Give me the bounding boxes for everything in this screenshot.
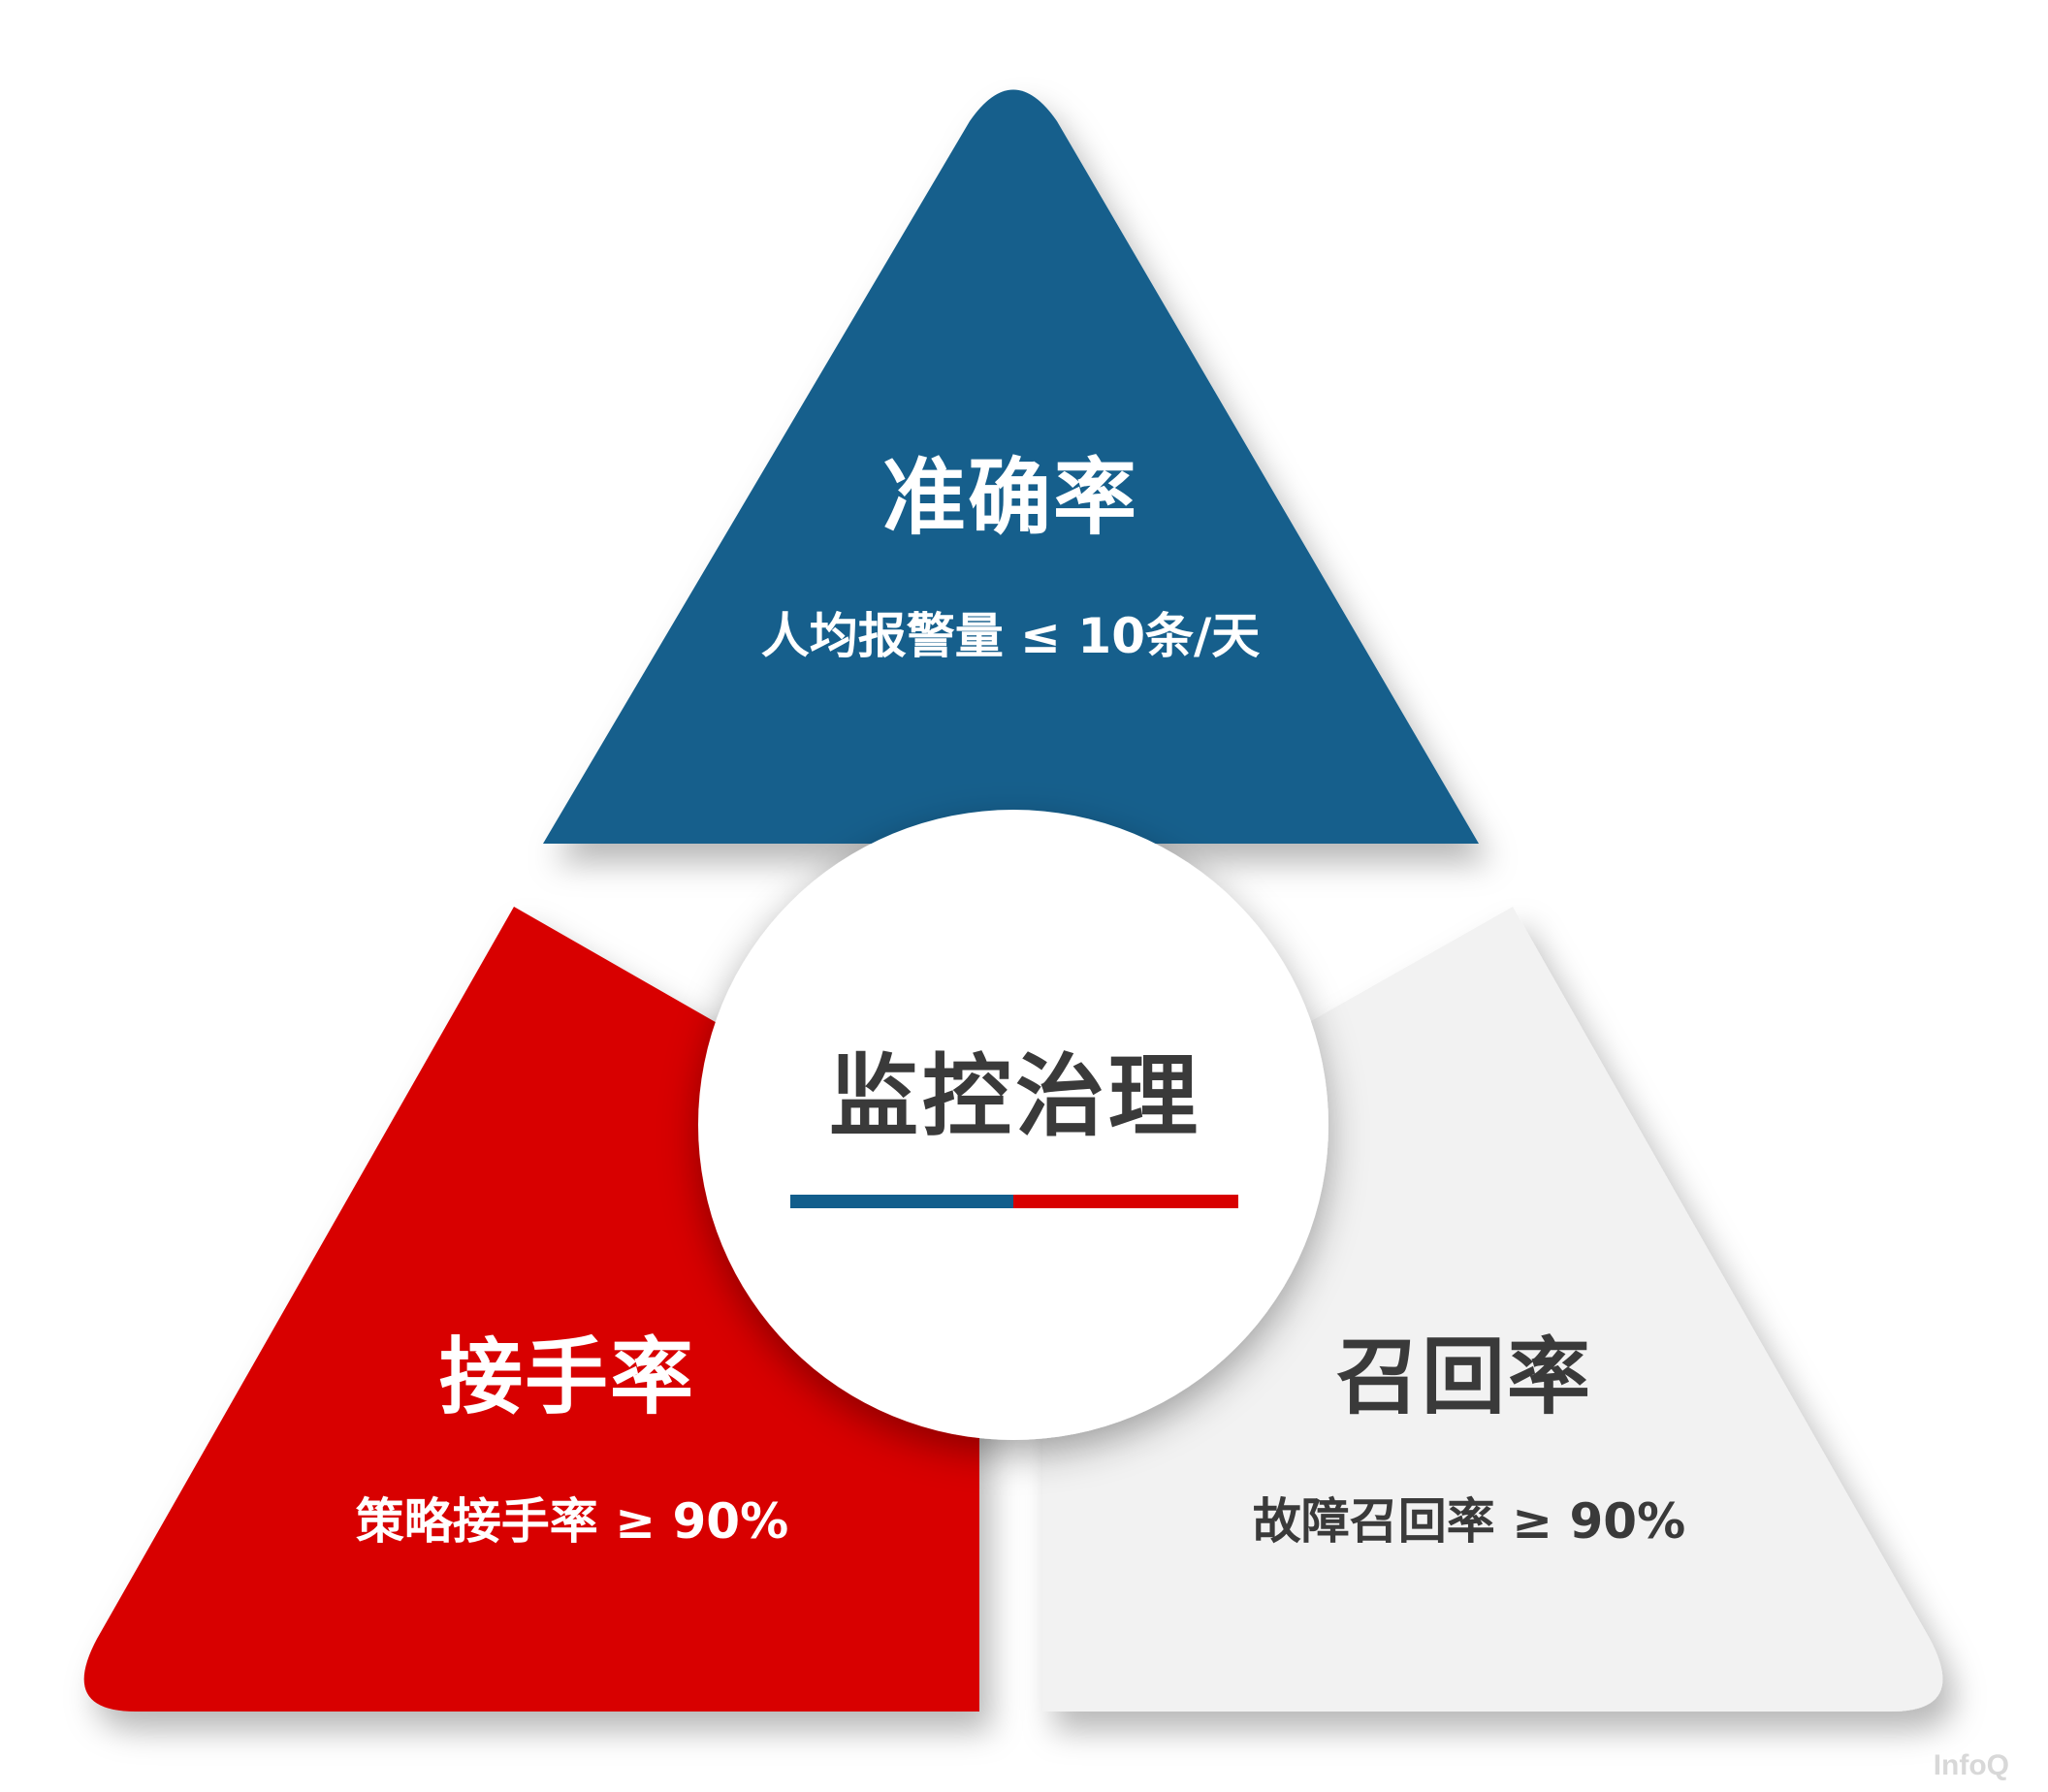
center-title: 监控治理 <box>828 1044 1202 1149</box>
left-title: 接手率 <box>439 1328 695 1426</box>
right-title: 召回率 <box>1336 1328 1592 1426</box>
segment-top <box>543 89 1479 844</box>
left-metric: 策略接手率 ≥ 90% <box>355 1493 789 1550</box>
center-circle <box>698 810 1328 1440</box>
center-underline-blue <box>790 1195 1013 1208</box>
watermark: InfoQ <box>1933 1749 2009 1781</box>
center-underline-red <box>1013 1195 1238 1208</box>
top-title: 准确率 <box>882 449 1138 547</box>
top-metric: 人均报警量 ≤ 10条/天 <box>760 608 1261 664</box>
right-metric: 故障召回率 ≥ 90% <box>1252 1493 1686 1550</box>
